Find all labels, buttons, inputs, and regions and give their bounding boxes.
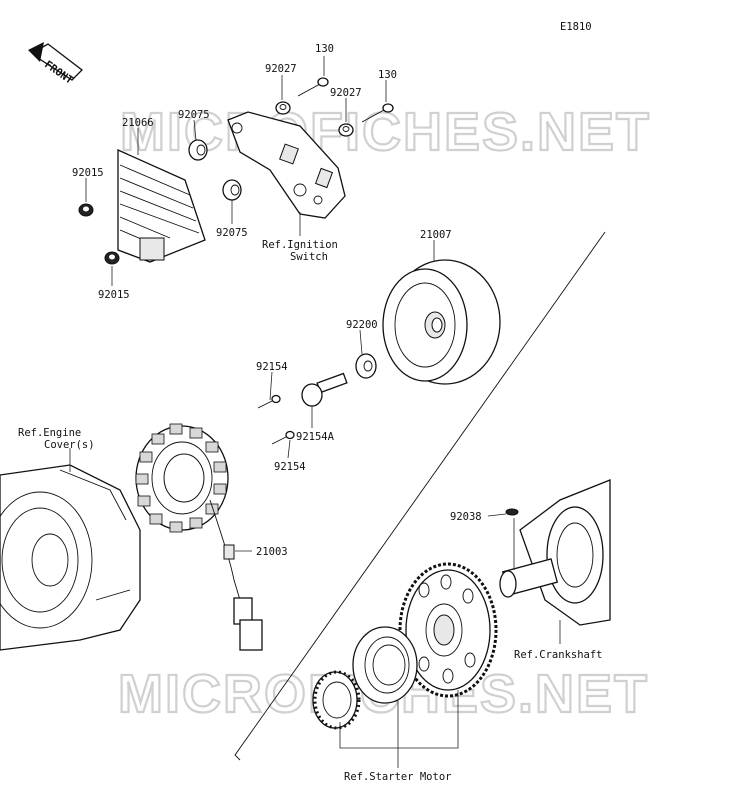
- nut-92015-upper: [78, 203, 94, 217]
- callout-92015-lower: 92015: [98, 289, 130, 301]
- callout-92075-lower: 92075: [216, 227, 248, 239]
- grommet-92075-upper: [188, 139, 208, 161]
- stator-21003: [135, 423, 263, 651]
- callout-21003: 21003: [256, 546, 288, 558]
- rotor-21007: [382, 259, 501, 385]
- engine-cover: [0, 464, 141, 651]
- callout-92075-upper: 92075: [178, 109, 210, 121]
- callout-21066: 21066: [122, 117, 154, 129]
- callout-130-left: 130: [315, 43, 334, 55]
- callout-92154-upper: 92154: [256, 361, 288, 373]
- nut-92015-lower: [104, 251, 120, 265]
- regulator-rectifier: [117, 148, 206, 263]
- collar-92027-left: [275, 101, 291, 115]
- collar-92027-right: [338, 123, 354, 137]
- one-way-clutch: [312, 670, 361, 730]
- ignition-bracket: [227, 111, 346, 219]
- bolt-130-left: [297, 77, 329, 97]
- bolt-130-right: [361, 103, 394, 123]
- callout-21007: 21007: [420, 229, 452, 241]
- callout-92200: 92200: [346, 319, 378, 331]
- callout-92015-upper: 92015: [72, 167, 104, 179]
- ref-engine-cover-line1: Ref.Engine: [18, 427, 81, 439]
- ref-engine-cover-line2: Cover(s): [44, 439, 95, 451]
- section-divider: [234, 231, 606, 761]
- callout-92038: 92038: [450, 511, 482, 523]
- bolt-92154-upper: [257, 394, 281, 409]
- ref-starter-motor: Ref.Starter Motor: [344, 771, 451, 783]
- front-arrow-icon: FRONT: [28, 42, 83, 87]
- bolt-92154-lower: [271, 430, 295, 445]
- ref-ignition-switch-line2: Switch: [290, 251, 328, 263]
- grommet-92075-lower: [222, 179, 242, 201]
- one-way-clutch-ring: [352, 626, 418, 704]
- callout-92027-left: 92027: [265, 63, 297, 75]
- callout-92154A: 92154A: [296, 431, 335, 443]
- bolt-92154A: [301, 372, 348, 407]
- diagram-code: E1810: [560, 21, 592, 33]
- key-92038: [505, 508, 519, 516]
- callout-130-right: 130: [378, 69, 397, 81]
- ref-crankshaft: Ref.Crankshaft: [514, 649, 603, 661]
- leader-lines: [69, 56, 561, 768]
- callout-92027-right: 92027: [330, 87, 362, 99]
- washer-92200: [355, 353, 377, 379]
- crankshaft: [499, 479, 611, 626]
- ref-ignition-switch-line1: Ref.Ignition: [262, 239, 338, 251]
- callout-92154-lower: 92154: [274, 461, 306, 473]
- starter-gear: [398, 562, 498, 698]
